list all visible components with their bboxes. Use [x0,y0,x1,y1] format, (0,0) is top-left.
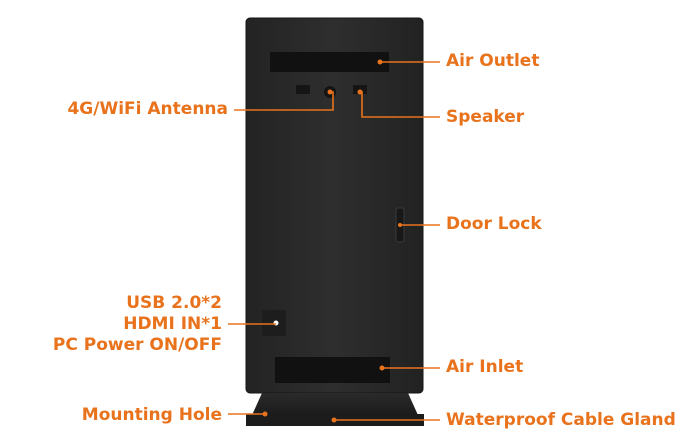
cable-gland-leader-dot [331,417,337,423]
mounting-hole-leader-dot [262,411,268,417]
speaker-left-grill [296,85,310,94]
hdmi-label: HDMI IN*1 [123,314,222,334]
air-outlet-vent [270,52,389,72]
door-lock-label: Door Lock [446,214,542,234]
usb-label: USB 2.0*2 [126,293,222,313]
antenna-leader-dot [327,89,333,95]
air-outlet-leader-dot [377,59,383,65]
pc-power-label: PC Power ON/OFF [52,335,222,355]
air-inlet-label: Air Inlet [446,357,524,377]
mounting-hole-label: Mounting Hole [81,405,222,425]
air-inlet-vent [275,357,390,383]
cable-gland-label: Waterproof Cable Gland [446,410,676,430]
antenna-label: 4G/WiFi Antenna [67,99,228,119]
kiosk-body [245,17,424,394]
speaker-label: Speaker [446,107,525,127]
speaker-leader-dot [357,89,363,95]
air-inlet-leader-dot [379,365,385,371]
air-outlet-label: Air Outlet [446,51,540,71]
